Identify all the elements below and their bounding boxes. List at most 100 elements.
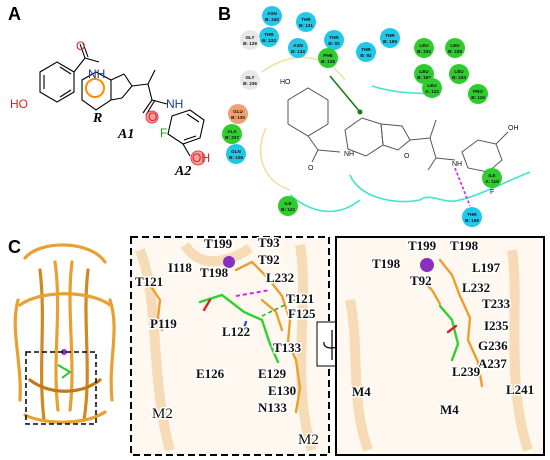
residue-name: ILE xyxy=(488,173,495,178)
residue-name: ASN xyxy=(267,11,277,16)
right-label: L197 xyxy=(472,260,501,275)
residue-disc-circle xyxy=(380,28,400,48)
panel-b-atom-ho: HO xyxy=(280,79,291,86)
panel-a-atom-oh: OH xyxy=(192,151,210,165)
residue-id: B: 239 xyxy=(448,49,462,54)
residue-id: B: 199 xyxy=(383,39,397,44)
right-label: I235 xyxy=(484,318,509,333)
residue-name: LEU xyxy=(454,69,464,74)
pi-stack-line xyxy=(329,75,361,113)
residue-id: B: 121 xyxy=(299,23,313,28)
residue-name: GLU xyxy=(233,109,243,114)
panel-a-label-a1: A1 xyxy=(117,127,134,142)
panel-a-structure xyxy=(39,42,205,157)
residue-name: ILE xyxy=(284,201,291,206)
right-label: L241 xyxy=(506,382,534,397)
residue-id: B: 129 xyxy=(243,41,257,46)
residue-disc-circle xyxy=(318,48,338,68)
right-label: M4 xyxy=(440,402,459,417)
panel-b-atom-o1: O xyxy=(308,165,314,172)
right-helices xyxy=(345,249,533,452)
panel-b-ligand xyxy=(287,87,509,187)
residue-name: THR xyxy=(329,35,339,40)
residue-name: ASN xyxy=(293,43,303,48)
residue-id: B: 133 xyxy=(291,49,305,54)
residue-disc-circle xyxy=(445,38,465,58)
middle-helices xyxy=(135,242,317,452)
residue-id: B: 197 xyxy=(417,75,431,80)
residue-name: LEU xyxy=(427,83,437,88)
middle-label: T121 xyxy=(135,274,163,289)
residue-id: B: 240 xyxy=(265,17,279,22)
residue-name: THR xyxy=(385,33,395,38)
middle-label: T198 xyxy=(200,265,229,280)
middle-label: E126 xyxy=(196,366,225,381)
middle-label: F125 xyxy=(288,306,316,321)
middle-label: E130 xyxy=(268,383,296,398)
right-subpanel xyxy=(335,236,545,456)
residue-disc-circle xyxy=(296,12,316,32)
middle-ion xyxy=(223,256,235,268)
middle-sticks xyxy=(148,260,302,414)
residue-disc-circle xyxy=(422,78,442,98)
residue-name: ALA xyxy=(227,129,237,134)
residue-disc-circle xyxy=(278,196,298,216)
middle-label: N133 xyxy=(258,400,287,415)
middle-label: T93 xyxy=(258,235,280,250)
middle-label: I118 xyxy=(168,260,192,275)
right-label: L232 xyxy=(462,280,490,295)
pi-stack-point xyxy=(357,109,363,115)
panel-b-atom-nh1: NH xyxy=(344,151,354,158)
middle-hbond xyxy=(235,289,271,297)
residue-name: GLY xyxy=(245,75,254,80)
residue-name: THR xyxy=(361,47,371,52)
residue-name: THR xyxy=(467,212,477,217)
residue-disc-circle xyxy=(259,27,279,47)
residue-id: B: 126 xyxy=(229,155,243,160)
residue-name: THR xyxy=(301,17,311,22)
residue-id: B: 232 xyxy=(417,49,431,54)
residue-disc-circle xyxy=(414,38,434,58)
right-label: T198 xyxy=(450,238,479,253)
middle-label: M2 xyxy=(298,432,319,448)
residue-name: GLN xyxy=(231,149,241,154)
residue-name: LEU xyxy=(450,43,460,48)
right-ion xyxy=(420,258,434,272)
right-sticks xyxy=(418,258,484,388)
residue-disc-circle xyxy=(468,84,488,104)
panel-a-atom-ho: HO xyxy=(10,97,28,111)
residue-disc-circle xyxy=(482,168,502,188)
right-label: M4 xyxy=(352,384,371,399)
residue-disc-circle xyxy=(228,104,248,124)
overview-ligand xyxy=(57,364,72,379)
residue-id: B: 233 xyxy=(262,38,276,43)
residue-name: LEU xyxy=(419,43,429,48)
a1-highlight xyxy=(145,110,159,124)
residue-disc-circle xyxy=(449,64,469,84)
panel-a-letter: A xyxy=(8,4,21,24)
residue-id: A: 122 xyxy=(425,89,439,94)
panel-b-letter: B xyxy=(218,4,231,24)
residue-id: A: 118 xyxy=(485,179,499,184)
residue-name: GLY xyxy=(245,35,254,40)
residue-name: THR xyxy=(264,32,274,37)
residue-id: B: 119 xyxy=(471,95,485,100)
residue-id: B: 125 xyxy=(321,59,335,64)
right-label: T198 xyxy=(372,256,401,271)
